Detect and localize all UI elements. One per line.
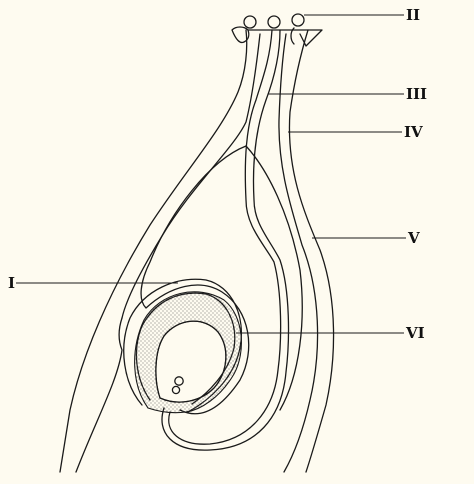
pollen-grain-3 [291,13,305,27]
label-V: V [407,229,420,247]
central-tube-inner [161,29,290,451]
inner-cavity-right [245,145,303,411]
inner-left-wall-upper [121,33,261,319]
stigma-lobe-left [231,26,250,44]
pollen-grain-2 [267,15,281,29]
egg-nucleus-1 [174,376,184,386]
inner-cavity [140,145,250,415]
egg-nucleus-2 [171,385,181,395]
outer-left-wall [59,29,248,473]
pollen-tube-stub [290,27,295,45]
label-II: II [406,6,420,24]
label-III: III [406,85,427,103]
label-I: I [8,274,15,292]
label-IV: IV [404,123,423,141]
stigma-rim [247,29,323,47]
inner-left-wall-lower [75,317,123,473]
pollen-grain-1 [243,15,257,29]
central-tube-outer [168,29,282,445]
inner-right-wall [278,33,319,473]
embryo-sac [155,320,227,403]
label-VI: VI [405,324,425,342]
